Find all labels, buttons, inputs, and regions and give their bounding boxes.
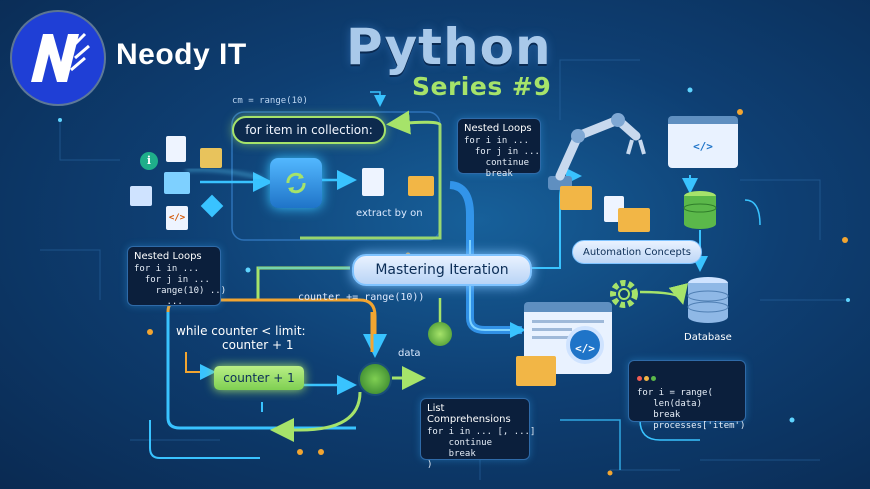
code-file-icon: </> (166, 206, 188, 230)
while-loop-label: while counter < limit: (176, 324, 306, 338)
brand-logo (12, 12, 104, 104)
range-snippet: cm = range(10) (232, 96, 308, 106)
folder-icon (560, 186, 592, 210)
counter-pill-text: counter + 1 (223, 371, 295, 385)
while-loop-line2: counter + 1 (222, 338, 294, 352)
magnifier-icon: </> (566, 326, 604, 364)
page-title: Python (346, 18, 552, 76)
while-loop-block: while counter < limit: counter + 1 (176, 324, 366, 360)
folder-icon (618, 208, 650, 232)
nested-loops-title: Nested Loops (464, 123, 532, 134)
list-comp-title: List Comprehensions (427, 403, 511, 425)
list-comp-code: for i in ... [, ...] continue break ) (427, 427, 536, 470)
data-label: data (398, 348, 421, 359)
code-magnifier-icon: </> (668, 116, 738, 168)
folder-icon (516, 356, 556, 386)
cycle-icon (270, 158, 322, 208)
nested-loops-code: for i in ... for j in ... range(10) ..) … (134, 264, 227, 307)
nested-loops-card: Nested Loops for i in ... for j in ... c… (457, 118, 541, 179)
range-code: for i = range( len(data) break processes… (637, 388, 746, 431)
center-label-text: Mastering Iteration (375, 262, 509, 278)
nested-loops-card-left: Nested Loops for i in ... for j in ... r… (127, 246, 227, 307)
database-icon (687, 277, 729, 323)
image-icon (200, 148, 222, 168)
node-circle (428, 322, 452, 346)
for-loop-label: for item in collection: (245, 123, 373, 137)
gear-icon (610, 280, 638, 308)
image-icon (164, 172, 190, 194)
folder-icon (408, 176, 434, 196)
center-label: Mastering Iteration (352, 254, 532, 286)
logo-n-icon (31, 32, 90, 82)
page-subtitle: Series #9 (412, 72, 552, 101)
range-code-card: for i = range( len(data) break processes… (628, 360, 746, 431)
automation-label: Automation Concepts (572, 240, 702, 264)
document-icon (362, 168, 384, 196)
document-icon (166, 136, 186, 162)
node-circle (358, 362, 392, 396)
for-loop-caption: extract by on (356, 208, 423, 219)
counter-snippet: counter += range(10)) (298, 292, 425, 303)
for-loop-header: for item in collection: (232, 116, 386, 144)
brand-name: Neody IT (116, 38, 247, 71)
database-label: Database (684, 332, 732, 343)
robot-arm-icon (548, 113, 646, 190)
automation-label-text: Automation Concepts (583, 246, 691, 258)
nested-loops-code: for i in ... for j in ... continue break (464, 136, 540, 179)
list-comprehensions-card: List Comprehensions for i in ... [, ...]… (420, 398, 535, 470)
database-icon (683, 191, 717, 229)
nested-loops-title: Nested Loops (134, 251, 202, 262)
info-icon: i (140, 152, 158, 170)
counter-pill: counter + 1 (214, 366, 304, 390)
list-icon (130, 186, 152, 206)
